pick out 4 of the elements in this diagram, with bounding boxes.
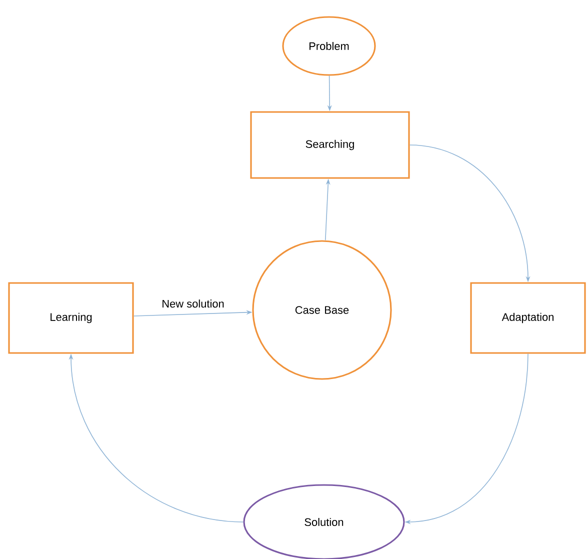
process-box: Searching	[250, 111, 410, 179]
process-box: Learning	[8, 282, 134, 354]
edge-label: New solution	[162, 300, 224, 308]
process-box: Adaptation	[470, 282, 586, 354]
